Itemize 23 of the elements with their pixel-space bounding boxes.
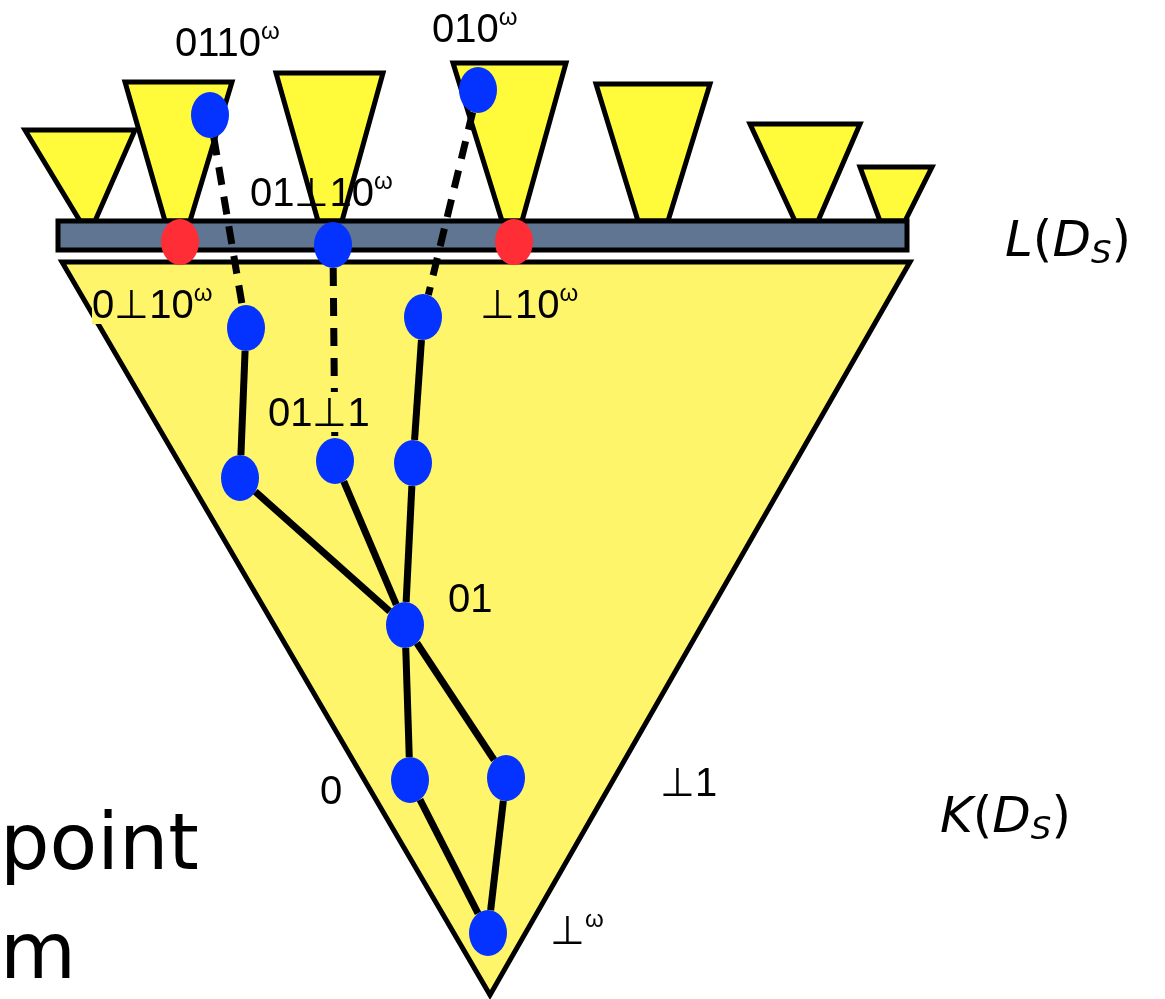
node-label: ⊥$^{ω}$ [550, 910, 604, 950]
node-label: 0 [320, 770, 343, 810]
node-label: ⊥10$^{ω}$ [480, 284, 579, 324]
node-label: 010$^{ω}$ [432, 8, 518, 48]
space-label: K(D$_{S}$) [940, 788, 1071, 847]
tree-edge [411, 339, 425, 441]
node-label: 01⊥1 [268, 392, 370, 432]
tree-edge [402, 485, 416, 603]
tree-edge [487, 800, 507, 911]
tree-edge [210, 136, 246, 307]
tree-edge [252, 489, 393, 614]
tree-edge [402, 647, 413, 758]
tree-edge [416, 798, 482, 915]
tree-edge [329, 267, 339, 439]
node-label: 0⊥10$^{ω}$ [92, 284, 213, 324]
slide-text-fragment: m [0, 912, 76, 990]
tree-edge [413, 641, 498, 762]
space-label: L(D$_{S}$) [1005, 212, 1132, 271]
tree-edge [340, 480, 400, 606]
tree-edge [237, 350, 249, 456]
node-label: 0110$^{ω}$ [175, 22, 280, 62]
node-label: ⊥1 [660, 762, 718, 802]
node-label: 01 [448, 578, 493, 618]
